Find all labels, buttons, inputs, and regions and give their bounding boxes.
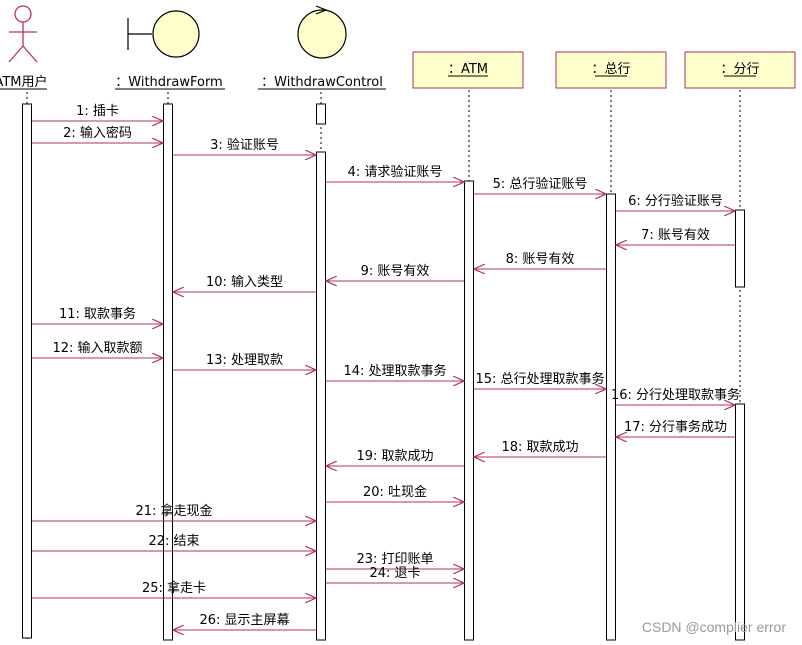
activation-bar-hq <box>606 193 616 641</box>
participant-form: ：WithdrawForm <box>115 10 225 90</box>
control-icon <box>297 5 347 59</box>
participant-atm: ：ATM <box>412 51 524 89</box>
message-label: 10: 输入类型 <box>206 274 283 290</box>
message-label: 26: 显示主屏幕 <box>199 613 289 628</box>
activation-bar-branch <box>735 403 745 641</box>
message-label: 12: 输入取款额 <box>52 340 142 356</box>
message-label: 21: 拿走现金 <box>135 503 212 519</box>
participant-hq: ：总行 <box>555 51 667 89</box>
activation-bar-branch <box>735 209 745 288</box>
message-label: 11: 取款事务 <box>59 306 136 322</box>
participant-label: ：WithdrawForm <box>115 75 222 90</box>
participant-label: ATM用户 <box>0 74 48 90</box>
message-label: 6: 分行验证账号 <box>628 193 723 209</box>
message-label: 1: 插卡 <box>76 104 119 119</box>
message-label: 14: 处理取款事务 <box>343 363 446 379</box>
message-label: 2: 输入密码 <box>63 125 132 141</box>
message-label: 17: 分行事务成功 <box>624 419 727 435</box>
message-label: 19: 取款成功 <box>356 449 433 464</box>
message-label: 8: 账号有效 <box>506 252 575 267</box>
activation-bar-user <box>22 103 32 639</box>
participant-box <box>684 51 796 89</box>
participant-user: ATM用户 <box>0 5 48 90</box>
message-label: 25: 拿走卡 <box>142 580 206 596</box>
message-label: 23: 打印账单 <box>356 552 433 567</box>
participant-label: ：WithdrawControl <box>261 75 383 90</box>
activation-bar-atm <box>464 180 474 641</box>
message-label: 15: 总行处理取款事务 <box>475 371 604 387</box>
watermark: CSDN @complier error <box>641 619 786 635</box>
participant-label: ：总行 <box>591 62 630 77</box>
participant-label: ：ATM <box>448 62 488 77</box>
activation-bar-form <box>163 103 173 641</box>
message-label: 3: 验证账号 <box>210 137 279 153</box>
participant-box <box>555 51 667 89</box>
activation-bar-control <box>316 103 326 125</box>
message-label: 22: 结束 <box>148 534 199 549</box>
message-label: 4: 请求验证账号 <box>348 164 443 180</box>
message-label: 18: 取款成功 <box>501 440 578 455</box>
message-label: 16: 分行处理取款事务 <box>611 387 740 403</box>
activation-bar-control <box>316 151 326 641</box>
actor-icon <box>8 5 38 63</box>
message-label: 13: 处理取款 <box>206 353 283 368</box>
message-label: 9: 账号有效 <box>361 264 430 279</box>
participant-branch: ：分行 <box>684 51 796 89</box>
message-label: 5: 总行验证账号 <box>493 176 588 192</box>
participant-label: ：分行 <box>720 62 759 77</box>
boundary-icon <box>127 10 200 58</box>
message-label: 24: 退卡 <box>369 566 420 581</box>
message-label: 7: 账号有效 <box>641 228 710 243</box>
message-label: 20: 吐现金 <box>363 484 427 500</box>
participant-box <box>412 51 524 89</box>
participant-control: ：WithdrawControl <box>258 5 386 90</box>
